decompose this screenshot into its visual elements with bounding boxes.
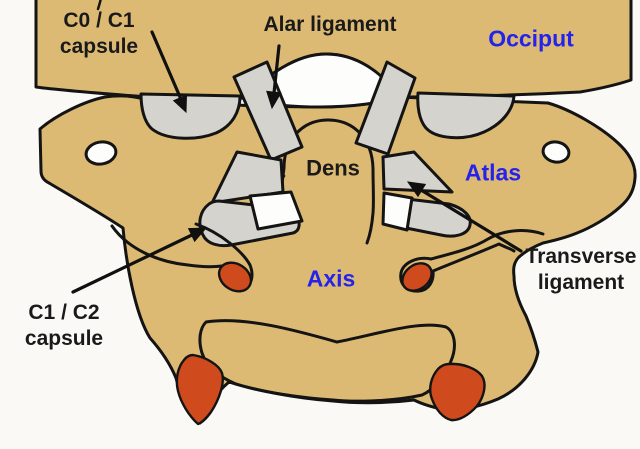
occiput-notch-line <box>96 0 102 11</box>
facet-cartilage-lower-right <box>429 362 486 422</box>
label-alar-ligament: Alar ligament <box>263 12 397 36</box>
alar-ligament-left-band <box>232 60 304 162</box>
label-atlas: Atlas <box>464 159 522 186</box>
c0-c1-facet-left <box>139 92 242 140</box>
label-line: C0 / C1 <box>63 8 135 32</box>
label-line: capsule <box>59 35 139 58</box>
axis-facet-left-outline <box>110 224 224 269</box>
label-c1-c2-capsule: C1 / C2 capsule <box>25 300 103 352</box>
facet-cartilage-lower-left <box>175 353 224 426</box>
c0-c1-capsule-arrow <box>150 30 188 114</box>
label-dens: Dens <box>306 155 360 181</box>
joint-space-right <box>381 191 414 232</box>
atlas-foramen-right <box>541 140 571 164</box>
label-line: capsule <box>24 327 104 350</box>
transverse-ligament-arrow <box>406 181 523 253</box>
facet-cartilage-upper-left <box>217 261 253 293</box>
transverse-ligament-right-band <box>381 150 454 194</box>
c1-c2-capsule-arrow <box>71 227 208 294</box>
label-line: ligament <box>537 271 625 294</box>
label-axis: Axis <box>306 265 356 292</box>
alar-ligament-arrow <box>266 44 282 110</box>
c0-c1-facet-right <box>416 91 516 140</box>
label-line: Transverse <box>525 244 637 268</box>
atlas-axis-complex-shape <box>38 94 637 425</box>
atlas-foramen-left <box>84 140 118 166</box>
joint-space-left <box>248 190 304 231</box>
alar-ligament-right-band <box>354 60 417 156</box>
facet-cartilage-upper-right <box>401 262 433 292</box>
label-occiput: Occiput <box>488 25 574 52</box>
label-c0-c1-capsule: C0 / C1 capsule <box>60 8 138 60</box>
label-line: C1 / C2 <box>28 300 100 324</box>
label-transverse-ligament: Transverse ligament <box>526 244 637 296</box>
